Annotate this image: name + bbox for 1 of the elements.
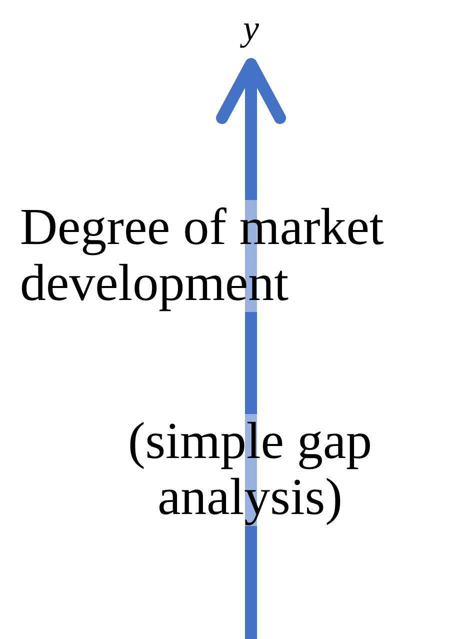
axis-label: y bbox=[226, 10, 276, 46]
